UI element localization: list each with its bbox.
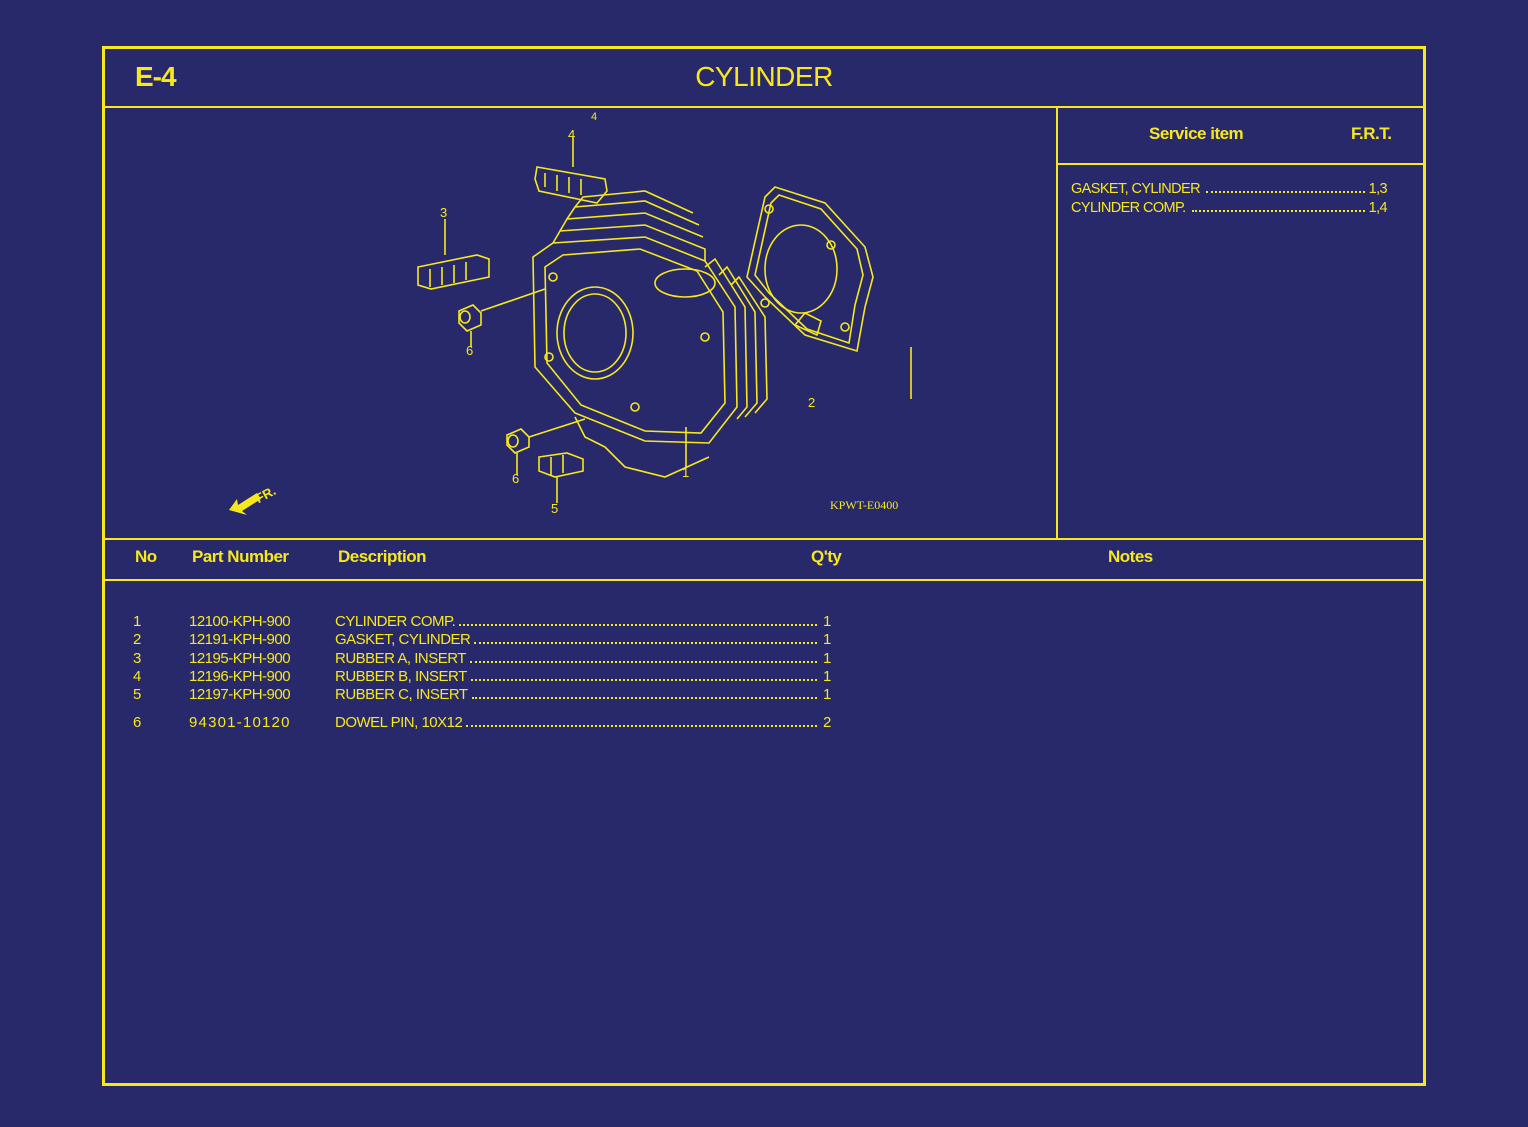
row-description: CYLINDER COMP.: [335, 613, 456, 630]
service-item-name: CYLINDER COMP.: [1071, 200, 1186, 216]
parts-sheet: E-4 CYLINDER: [102, 46, 1426, 1086]
col-description: Description: [338, 547, 427, 566]
row-qty: 2: [823, 714, 831, 732]
table-row: 2 12191-KPH-900 GASKET, CYLINDER 1: [133, 631, 833, 649]
callout-6a: 6: [466, 343, 474, 358]
cylinder-comp-drawing: [532, 190, 768, 478]
leader-dots: [1206, 191, 1365, 193]
table-head-divider: [105, 579, 1423, 581]
table-row: 3 12195-KPH-900 RUBBER A, INSERT 1: [133, 650, 833, 668]
row-qty: 1: [823, 686, 831, 704]
col-notes: Notes: [1108, 547, 1153, 566]
page-title: CYLINDER: [695, 61, 833, 92]
diagram-ref-code: KPWT-E0400: [830, 498, 899, 512]
service-row: GASKET, CYLINDER 1,3: [1071, 181, 1388, 200]
row-no: 4: [133, 667, 141, 685]
row-description: RUBBER B, INSERT: [335, 667, 467, 685]
row-qty: 1: [823, 631, 831, 649]
col-part-number: Part Number: [192, 547, 289, 566]
leader-dots: [466, 725, 817, 728]
dowel-pin-drawing: [458, 304, 530, 454]
rubber-a-drawing: [417, 254, 490, 290]
callout-1: 1: [682, 465, 690, 480]
row-description: GASKET, CYLINDER: [335, 631, 471, 649]
exploded-diagram: 4 3 6 2 1 6 5 4 FR. KPWT-E0400: [105, 107, 1057, 537]
row-qty: 1: [823, 667, 831, 685]
table-row: 6 94301-10120 DOWEL PIN, 10X12 2: [133, 714, 833, 732]
row-part-number: 12195-KPH-900: [189, 649, 291, 667]
service-row: CYLINDER COMP. 1,4: [1071, 200, 1388, 219]
frt-header: F.R.T.: [1351, 124, 1392, 143]
callout-4-top: 4: [591, 111, 598, 123]
rubber-c-drawing: [538, 452, 584, 478]
col-qty: Q'ty: [811, 547, 842, 566]
table-top-divider: [105, 538, 1423, 540]
cylinder-drawing: [229, 137, 912, 515]
callout-3: 3: [440, 205, 448, 220]
col-no: No: [135, 547, 157, 566]
header-divider: [105, 106, 1423, 108]
row-description: RUBBER C, INSERT: [335, 686, 468, 704]
callout-2: 2: [808, 395, 816, 410]
row-qty: 1: [823, 649, 831, 667]
table-row: 5 12197-KPH-900 RUBBER C, INSERT 1: [133, 686, 833, 704]
callout-4: 4: [568, 127, 576, 142]
leader-dots: [471, 697, 817, 700]
row-part-number: 12197-KPH-900: [189, 686, 291, 704]
leader-dots: [459, 624, 817, 626]
callout-6b: 6: [512, 471, 520, 486]
gasket-drawing: [746, 186, 874, 353]
service-item-frt: 1,3: [1368, 181, 1388, 197]
section-code: E-4: [135, 61, 177, 92]
row-no: 1: [133, 613, 141, 630]
row-qty: 1: [823, 613, 831, 630]
leader-dots: [469, 660, 817, 663]
service-list: GASKET, CYLINDER 1,3 CYLINDER COMP. 1,4: [1071, 181, 1388, 219]
table-row: 1 12100-KPH-900 CYLINDER COMP. 1: [133, 613, 833, 631]
row-description: RUBBER A, INSERT: [335, 649, 466, 667]
service-divider: [1056, 107, 1058, 539]
leader-dots: [1191, 210, 1365, 212]
leader-dots: [470, 678, 817, 681]
row-no: 2: [133, 631, 141, 649]
rubber-b-drawing: [534, 166, 608, 204]
row-no: 5: [133, 686, 141, 704]
service-item-frt: 1,4: [1368, 200, 1388, 216]
front-arrow-icon: [229, 493, 261, 515]
leader-dots: [474, 642, 817, 645]
service-item-name: GASKET, CYLINDER: [1071, 181, 1201, 197]
row-part-number: 12100-KPH-900: [189, 613, 291, 630]
service-head-divider: [1058, 163, 1423, 165]
row-description: DOWEL PIN, 10X12: [335, 714, 463, 732]
callout-5: 5: [551, 501, 559, 516]
row-part-number: 12196-KPH-900: [189, 667, 291, 685]
service-item-header: Service item: [1149, 124, 1244, 143]
parts-list: 1 12100-KPH-900 CYLINDER COMP. 1 2 12191…: [133, 613, 833, 733]
row-no: 6: [133, 714, 141, 732]
row-part-number: 12191-KPH-900: [189, 631, 291, 649]
row-part-number: 94301-10120: [189, 714, 291, 732]
table-row: 4 12196-KPH-900 RUBBER B, INSERT 1: [133, 668, 833, 686]
row-no: 3: [133, 649, 141, 667]
